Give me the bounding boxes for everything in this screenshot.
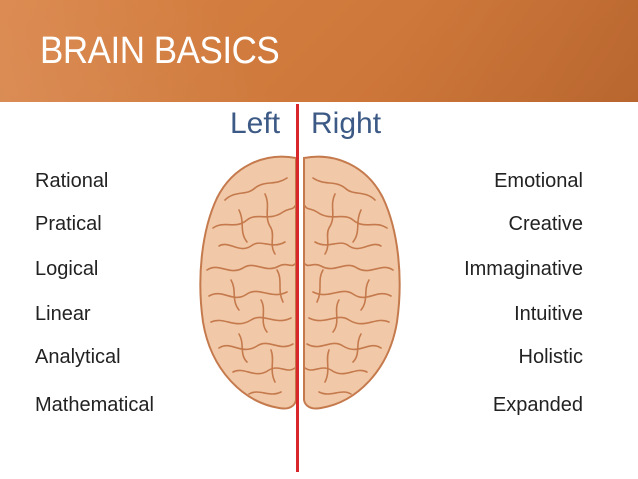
- left-trait-linear: Linear: [35, 303, 91, 325]
- left-trait-analytical: Analytical: [35, 346, 121, 368]
- left-trait-logical: Logical: [35, 258, 99, 280]
- left-hemisphere-label: Left: [230, 107, 281, 140]
- right-trait-holistic: Holistic: [518, 346, 583, 368]
- brain-icon: [199, 155, 401, 410]
- right-hemisphere: [303, 155, 401, 410]
- slide-title: BRAIN BASICS: [40, 30, 280, 72]
- title-banner: BRAIN BASICS: [0, 0, 638, 102]
- right-trait-expanded: Expanded: [492, 394, 583, 416]
- left-trait-rational: Rational: [35, 170, 109, 192]
- left-trait-mathematical: Mathematical: [35, 394, 154, 416]
- left-hemisphere: [199, 155, 297, 410]
- right-trait-intuitive: Intuitive: [514, 303, 583, 325]
- banner-shine: [0, 0, 638, 102]
- right-trait-emotional: Emotional: [494, 170, 583, 192]
- right-trait-creative: Creative: [508, 213, 583, 235]
- left-trait-practical: Pratical: [35, 213, 102, 235]
- hemisphere-divider-line: [296, 104, 299, 472]
- right-trait-imaginative: Immaginative: [464, 258, 583, 280]
- right-hemisphere-label: Right: [311, 107, 382, 140]
